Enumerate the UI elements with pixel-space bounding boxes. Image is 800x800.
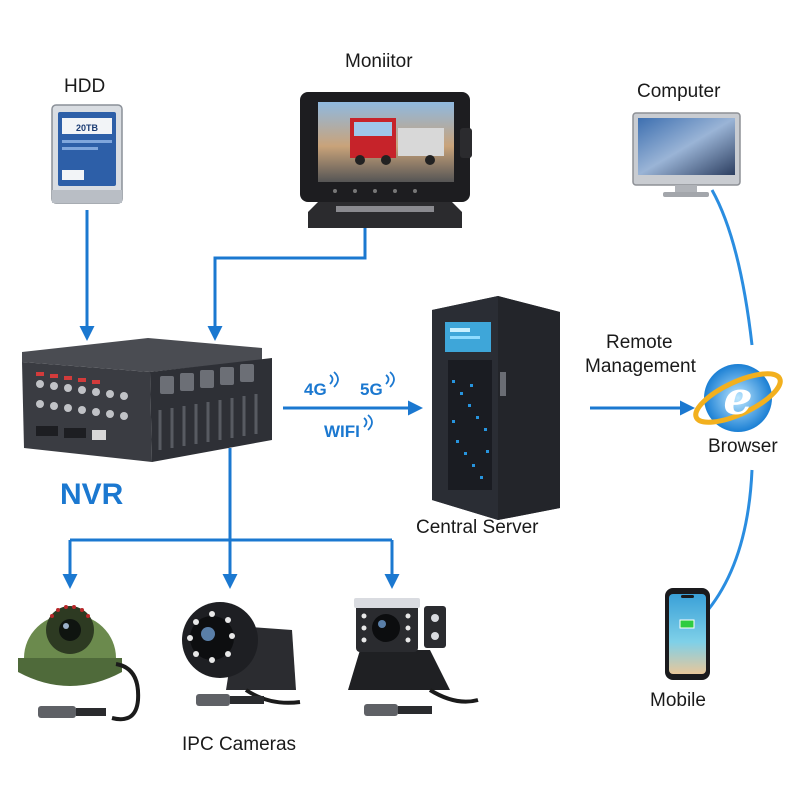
net-wifi-label: WIFI	[324, 422, 360, 441]
browser-label: Browser	[708, 436, 778, 457]
hdd-device: 20TB	[51, 104, 123, 204]
remote-label-line1: Remote	[606, 332, 673, 353]
browser-ie-icon: e	[693, 364, 783, 432]
mobile-label: Mobile	[650, 690, 706, 711]
dome-camera	[18, 605, 141, 722]
nvr-label: NVR	[60, 478, 124, 511]
net-4g-label: 4G	[304, 380, 327, 399]
svg-text:e: e	[723, 371, 752, 425]
hdd-capacity: 20TB	[76, 123, 99, 133]
side-mount-camera	[182, 602, 301, 706]
remote-label-line2: Management	[585, 356, 696, 377]
central-server-device	[432, 296, 560, 520]
ipc-cameras-label: IPC Cameras	[182, 734, 297, 755]
central-server-label: Central Server	[416, 517, 539, 538]
monitor-label: Moniitor	[345, 51, 413, 72]
connectors	[62, 189, 754, 611]
monitor-device	[300, 92, 472, 228]
mobile-phone	[665, 588, 710, 680]
box-camera	[348, 598, 479, 716]
arrow-monitor-to-nvr	[207, 225, 367, 341]
curve-browser-to-mobile	[706, 469, 754, 611]
computer-label: Computer	[637, 81, 721, 102]
nvr-device	[22, 338, 272, 462]
computer-device	[632, 112, 741, 197]
curve-computer-to-browser	[710, 189, 754, 346]
signal-icons	[329, 371, 395, 431]
net-5g-label: 5G	[360, 380, 383, 399]
hdd-label: HDD	[64, 76, 106, 97]
